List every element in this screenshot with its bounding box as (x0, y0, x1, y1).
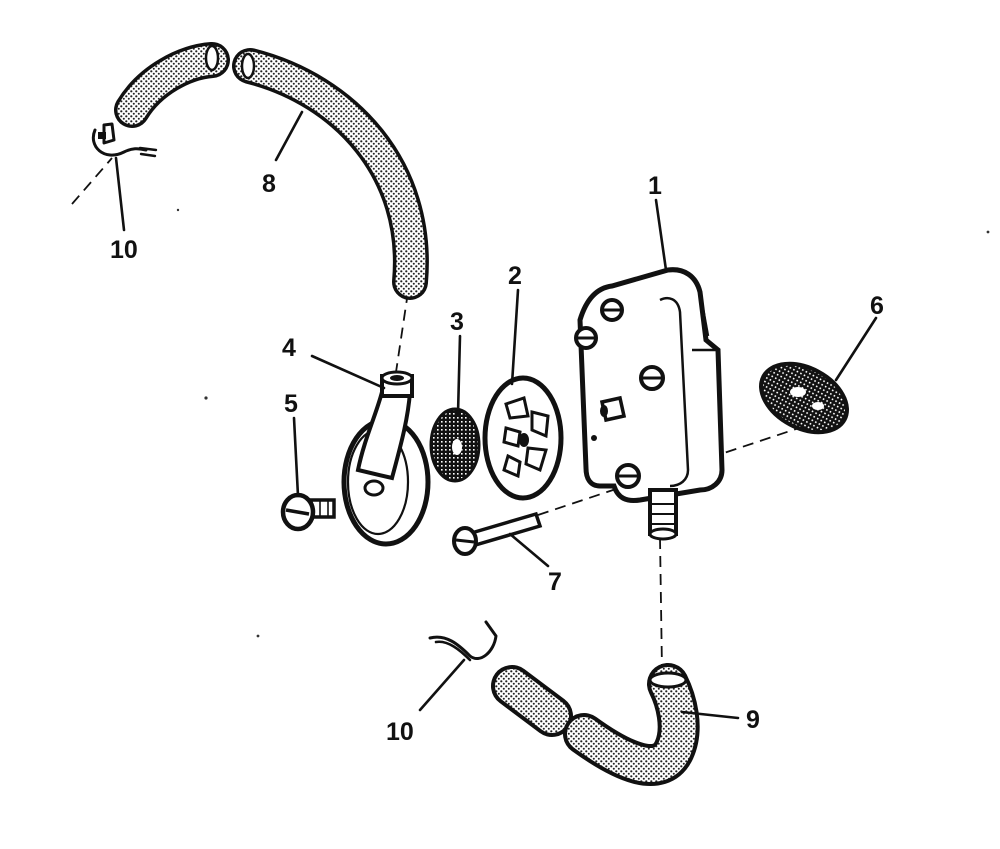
gasket (759, 361, 849, 435)
mounting-screw (452, 511, 543, 556)
assembly-lines (71, 157, 809, 671)
callout-10-lower: 10 (386, 718, 414, 746)
callout-7: 7 (548, 568, 562, 596)
callout-10-upper: 10 (110, 236, 138, 264)
callout-9: 9 (746, 706, 760, 734)
fuel-hose-upper (114, 42, 429, 300)
hose-clamp-upper (91, 122, 158, 158)
callout-2: 2 (508, 262, 522, 290)
callout-5: 5 (284, 390, 298, 418)
pump-body (574, 267, 725, 541)
leader-lines (114, 110, 878, 720)
callout-3: 3 (450, 308, 464, 336)
filter-screen (429, 407, 481, 483)
callout-6: 6 (870, 292, 884, 320)
cover-screw (280, 492, 336, 532)
callout-8: 8 (262, 170, 276, 198)
callout-labels: 1 2 3 4 5 6 7 8 9 10 10 (110, 170, 884, 746)
hose-clamp-lower (428, 620, 498, 662)
valve-plate (482, 375, 564, 501)
callout-4: 4 (282, 334, 296, 362)
inlet-cover (341, 370, 431, 547)
callout-1: 1 (648, 172, 662, 200)
print-specks (176, 208, 990, 638)
fuel-hose-lower (491, 663, 700, 786)
